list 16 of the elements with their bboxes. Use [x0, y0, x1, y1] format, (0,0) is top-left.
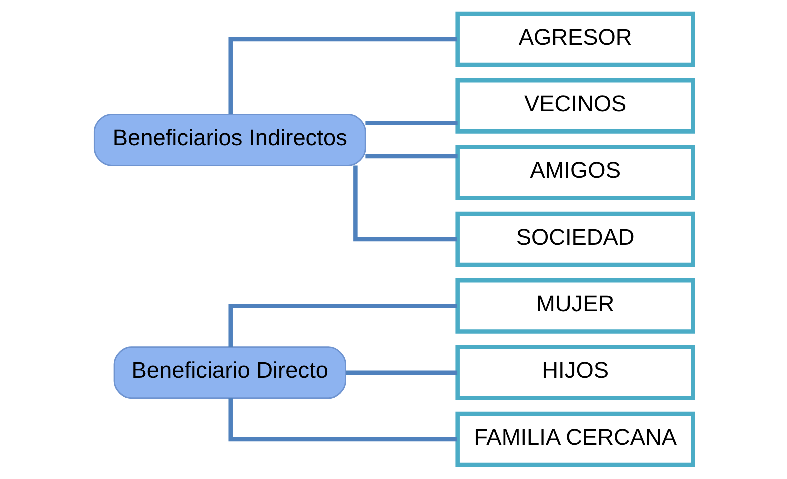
- node-box: Beneficiarios Indirectos: [93, 114, 366, 166]
- connector: [346, 370, 458, 375]
- connector: [228, 304, 457, 348]
- node-box: FAMILIA CERCANA: [455, 412, 695, 468]
- connector: [228, 398, 457, 442]
- node-box: Beneficiario Directo: [113, 346, 346, 400]
- node-box: AGRESOR: [455, 12, 695, 68]
- connector: [353, 166, 457, 242]
- connector: [365, 121, 458, 126]
- node-box: HIJOS: [455, 345, 695, 401]
- node-box: VECINOS: [455, 78, 695, 134]
- connector: [228, 37, 457, 114]
- node-box: AMIGOS: [455, 145, 695, 200]
- connector: [365, 154, 458, 159]
- node-box: SOCIEDAD: [455, 212, 695, 268]
- node-box: MUJER: [455, 278, 695, 334]
